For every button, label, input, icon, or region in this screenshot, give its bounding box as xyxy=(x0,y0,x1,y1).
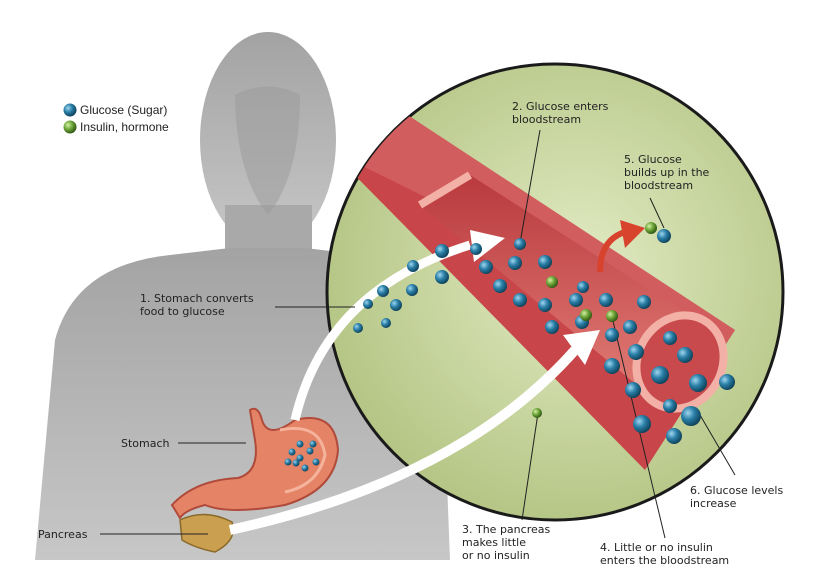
glucose-molecule xyxy=(625,382,641,398)
red-arrow xyxy=(597,220,645,273)
label-step-2: 2. Glucose enters bloodstream xyxy=(512,100,609,126)
glucose-molecule xyxy=(689,374,707,392)
label-pancreas: Pancreas xyxy=(38,528,88,541)
glucose-molecule xyxy=(301,464,309,472)
legend-insulin: Insulin, hormone xyxy=(80,120,169,134)
glucose-molecule xyxy=(538,255,552,269)
label-step-1: 1. Stomach converts food to glucose xyxy=(140,292,254,318)
glucose-molecule xyxy=(292,459,300,467)
glucose-molecule xyxy=(312,458,320,466)
glucose-molecule xyxy=(513,293,527,307)
glucose-molecule xyxy=(628,344,644,360)
legend-insulin-marker xyxy=(63,120,77,134)
label-stomach: Stomach xyxy=(121,437,170,450)
glucose-molecule xyxy=(407,260,419,272)
glucose-molecule xyxy=(508,256,522,270)
glucose-molecule xyxy=(284,458,292,466)
glucose-molecule xyxy=(681,406,701,426)
blood-vessel xyxy=(330,110,735,470)
glucose-molecule xyxy=(663,399,677,413)
glucose-molecule xyxy=(390,299,402,311)
white-arrows xyxy=(228,230,600,535)
glucose-molecule xyxy=(514,238,526,250)
label-step-4: 4. Little or no insulin enters the blood… xyxy=(600,541,730,567)
glucose-molecule xyxy=(288,448,296,456)
glucose-molecule xyxy=(677,347,693,363)
glucose-molecule xyxy=(577,281,589,293)
insulin-molecule xyxy=(532,408,542,418)
glucose-molecule xyxy=(545,320,559,334)
insulin-molecule xyxy=(546,276,558,288)
label-step-3: 3. The pancreas makes little or no insul… xyxy=(462,523,551,562)
glucose-molecule xyxy=(569,293,583,307)
glucose-molecule xyxy=(296,440,304,448)
glucose-molecule xyxy=(663,331,677,345)
legend-glucose-marker xyxy=(63,103,77,117)
legend-insulin-label: Insulin, hormone xyxy=(80,120,169,134)
stomach-organ xyxy=(170,407,340,520)
insulin-molecule xyxy=(606,310,618,322)
glucose-molecule xyxy=(381,318,391,328)
glucose-molecule xyxy=(296,454,304,462)
glucose-molecule xyxy=(435,270,449,284)
glucose-molecule xyxy=(637,295,651,309)
glucose-molecule xyxy=(493,279,507,293)
glucose-molecule xyxy=(306,447,314,455)
magnified-view xyxy=(325,62,785,522)
glucose-molecule xyxy=(353,323,363,333)
glucose-molecule xyxy=(623,320,637,334)
molecule-layer xyxy=(284,222,735,472)
glucose-molecule xyxy=(479,260,493,274)
glucose-molecule xyxy=(538,298,552,312)
glucose-molecule xyxy=(363,299,373,309)
glucose-molecule xyxy=(604,358,620,374)
glucose-molecule xyxy=(377,285,389,297)
glucose-molecule xyxy=(651,366,669,384)
insulin-molecule xyxy=(580,309,592,321)
glucose-molecule xyxy=(633,415,651,433)
leader-lines xyxy=(100,129,736,539)
glucose-molecule xyxy=(435,244,449,258)
glucose-molecule xyxy=(406,284,418,296)
glucose-molecule xyxy=(657,229,671,243)
legend-glucose-label: Glucose (Sugar) xyxy=(80,103,168,117)
label-step-5: 5. Glucose builds up in the bloodstream xyxy=(624,153,710,192)
insulin-molecule xyxy=(645,222,657,234)
legend-glucose: Glucose (Sugar) xyxy=(80,103,167,117)
label-step-6: 6. Glucose levels increase xyxy=(690,484,784,510)
glucose-molecule xyxy=(605,328,619,342)
pancreas-organ xyxy=(179,513,234,553)
glucose-molecule xyxy=(599,293,613,307)
glucose-molecule xyxy=(719,374,735,390)
glucose-molecule xyxy=(666,428,682,444)
glucose-molecule xyxy=(309,440,317,448)
glucose-molecule xyxy=(470,243,482,255)
